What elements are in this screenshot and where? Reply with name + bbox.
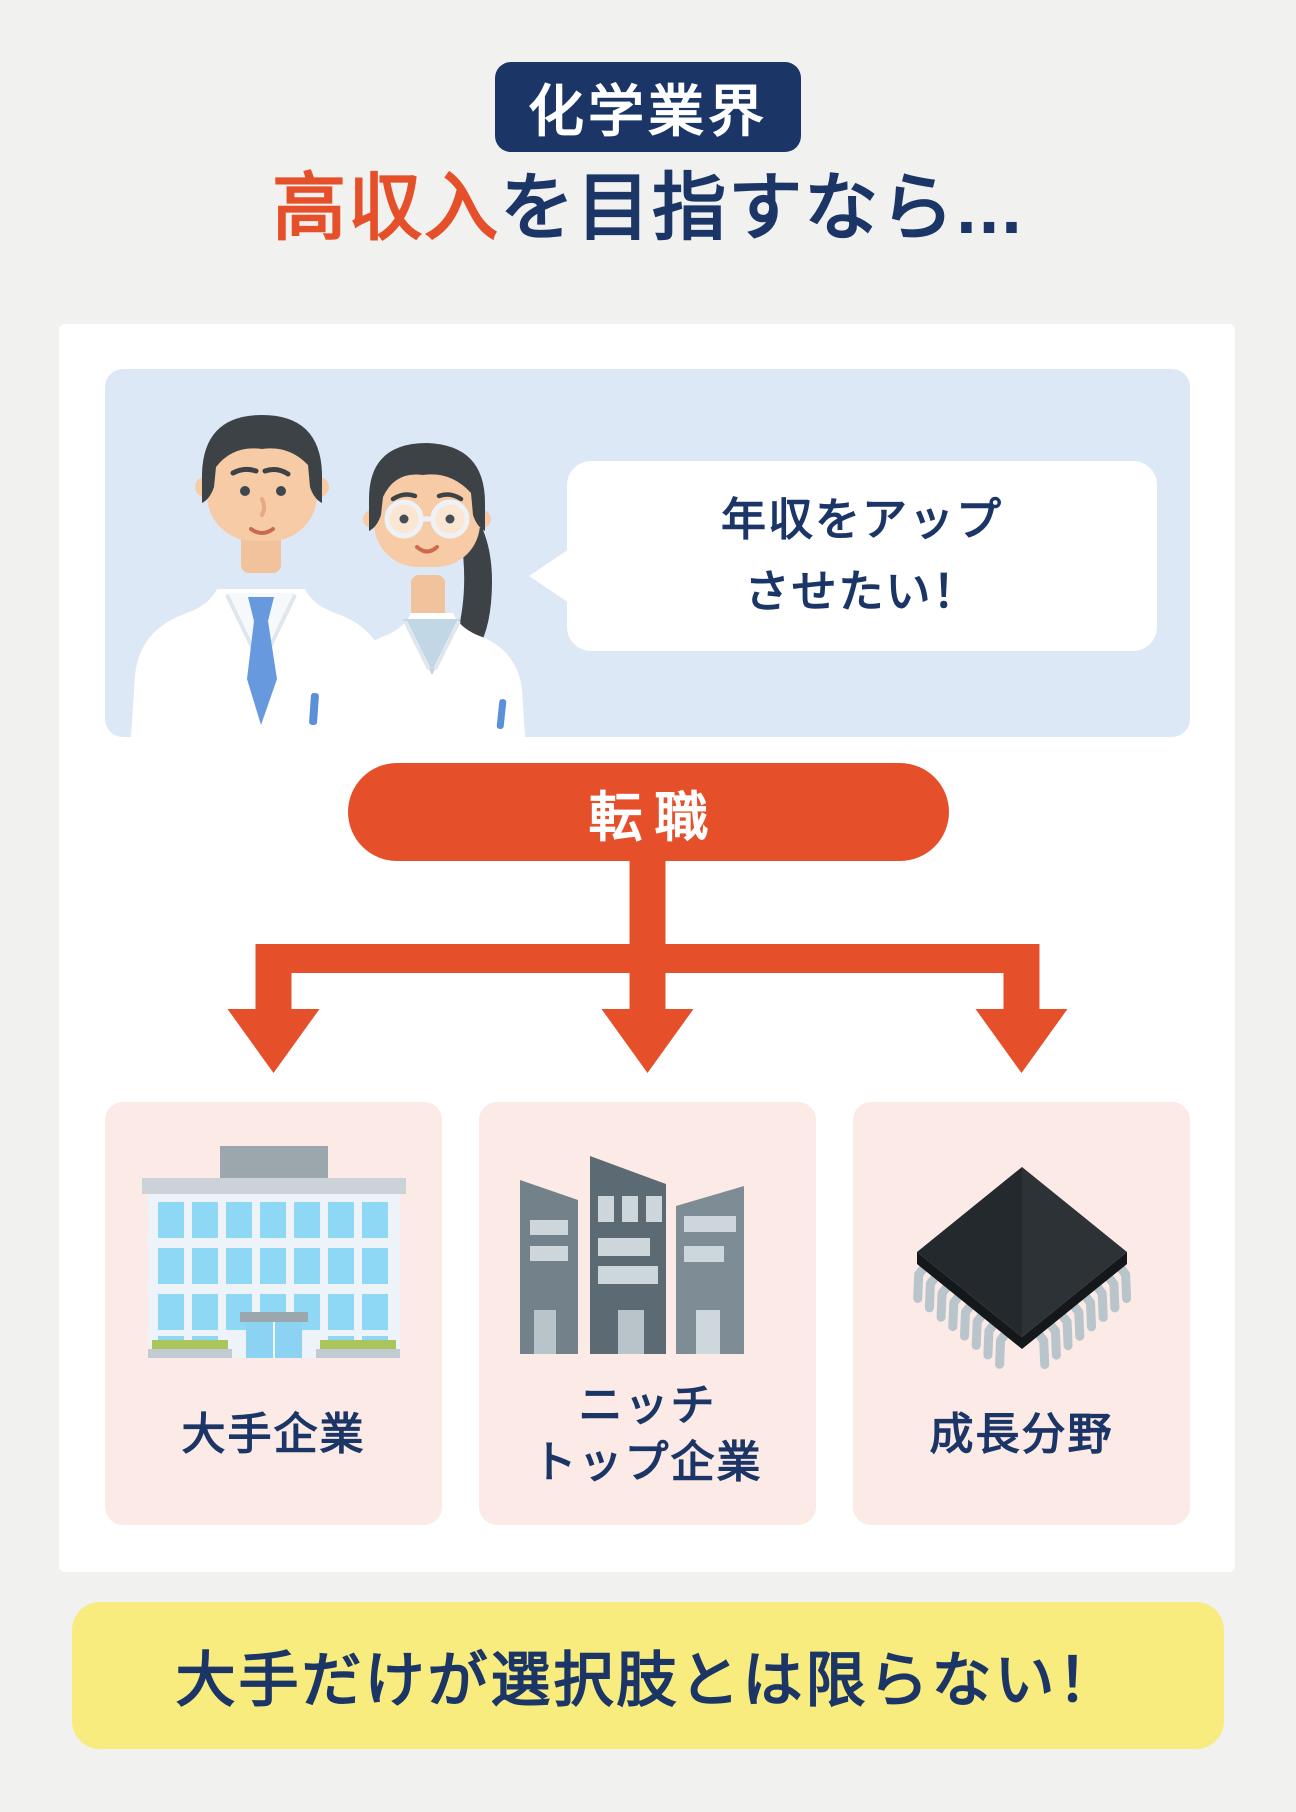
option-label-line: 大手企業 (181, 1409, 366, 1459)
scientists-panel: 年収をアップ させたい！ (105, 369, 1190, 737)
speech-bubble-line-2: させたい！ (744, 566, 980, 617)
speech-bubble-tail-icon (529, 549, 569, 603)
branch-arrows-icon (227, 861, 1068, 1073)
title-highlight: 高収入 (272, 166, 501, 249)
option-label-niche-top-company: ニッチ トップ企業 (479, 1368, 816, 1500)
male-scientist-illustration (131, 415, 391, 737)
option-icon-wrap (853, 1152, 1190, 1387)
option-card-growth-field: 成長分野 (853, 1102, 1190, 1525)
option-label-growth-field: 成長分野 (853, 1368, 1190, 1500)
option-label-major-company: 大手企業 (105, 1368, 442, 1500)
speech-bubble: 年収をアップ させたい！ (529, 461, 1157, 651)
page-title: 高収入を目指すなら... (0, 148, 1296, 255)
office-building-icon (141, 1146, 406, 1358)
option-card-niche-top-company: ニッチ トップ企業 (479, 1102, 816, 1525)
option-card-major-company: 大手企業 (105, 1102, 442, 1525)
niche-top-buildings-icon (519, 1156, 744, 1354)
job-change-pill: 転職 (348, 763, 949, 861)
option-icon-wrap (105, 1146, 442, 1358)
option-label-line: ニッチ (578, 1381, 717, 1430)
conclusion-banner: 大手だけが選択肢とは限らない！ (72, 1602, 1224, 1749)
speech-bubble-line-1: 年収をアップ (720, 494, 1003, 545)
conclusion-banner-label: 大手だけが選択肢とは限らない！ (175, 1647, 1121, 1714)
title-rest: を目指すなら... (500, 166, 1024, 249)
option-label-line: 成長分野 (929, 1409, 1114, 1459)
option-label-line: トップ企業 (532, 1438, 763, 1487)
industry-badge: 化学業界 (495, 62, 801, 152)
option-icon-wrap (479, 1154, 816, 1354)
scientists-illustration (131, 415, 525, 737)
semiconductor-chip-icon (912, 1167, 1131, 1370)
industry-badge-label: 化学業界 (528, 79, 768, 143)
job-change-pill-label: 転職 (588, 787, 721, 848)
content-card: 年収をアップ させたい！ 転職 (59, 324, 1235, 1572)
